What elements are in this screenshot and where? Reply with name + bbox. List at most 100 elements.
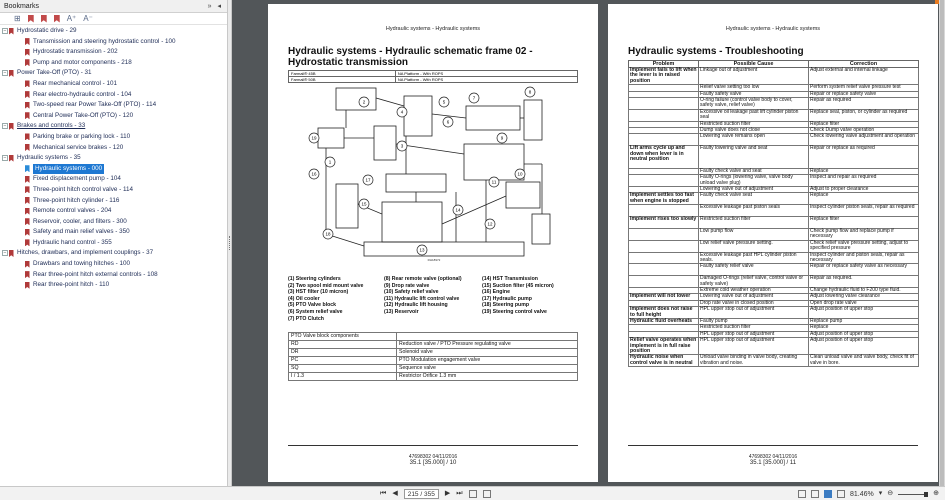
document-area[interactable]: Hydraulic systems - Hydraulic systems Hy… xyxy=(232,0,945,486)
schematic-component xyxy=(381,201,443,243)
schematic-component xyxy=(403,95,433,137)
legend-item: (6) System relief valve xyxy=(288,308,343,315)
bookmark-item[interactable]: Safety and main relief valves - 350 xyxy=(0,227,227,238)
bookmark-item[interactable]: − Hydraulic systems - 35 xyxy=(0,153,227,164)
copy-icon[interactable] xyxy=(468,490,477,498)
problem-cell xyxy=(628,133,699,147)
zoom-slider[interactable] xyxy=(898,491,929,497)
bookmark-item[interactable]: Mechanical service brakes - 120 xyxy=(0,143,227,154)
bookmark-item[interactable]: −Hitches, drawbars, and implement coupli… xyxy=(0,248,227,259)
correction-cell: Inspect cylinder and piston seals, repai… xyxy=(808,251,919,265)
collapse-toggle-icon[interactable]: − xyxy=(2,250,8,257)
bookmark-item[interactable]: Rear electro-hydraulic control - 104 xyxy=(0,90,227,101)
callout-number: 16 xyxy=(311,172,317,177)
pto-cell: Reduction valve / PTO Pressure regulatin… xyxy=(396,340,578,349)
paste-icon[interactable] xyxy=(482,490,491,498)
font-decrease-icon[interactable]: A⁻ xyxy=(83,13,93,23)
zoom-level[interactable]: 81.46% xyxy=(849,490,874,498)
zoom-out-icon[interactable]: ⊖ xyxy=(887,490,894,497)
bookmark-icon xyxy=(25,91,30,99)
collapse-toggle-icon[interactable]: − xyxy=(2,155,8,162)
callout-number: 8 xyxy=(529,90,532,95)
vertical-scrollbar[interactable] xyxy=(939,0,945,486)
zoom-slider-knob[interactable] xyxy=(924,491,929,497)
facing-view-icon[interactable] xyxy=(823,490,832,498)
schematic-component xyxy=(317,127,345,149)
facing-continuous-view-icon[interactable] xyxy=(836,490,845,498)
zoom-in-icon[interactable]: ⊕ xyxy=(933,490,939,497)
schematic-callout: 9 xyxy=(496,132,508,144)
table-row: Excessive oil leakage past lift cylinder… xyxy=(628,108,919,122)
callout-number: 14 xyxy=(455,208,461,213)
bookmark-item[interactable]: Pump and motor components - 218 xyxy=(0,58,227,69)
callout-circle xyxy=(468,92,480,104)
callout-number: 12 xyxy=(487,222,493,227)
cause-cell: Excessive oil leakage past lift cylinder… xyxy=(698,108,809,122)
bookmark-item[interactable]: Rear mechanical control - 101 xyxy=(0,79,227,90)
bookmark-item[interactable]: Three-point hitch control valve - 114 xyxy=(0,185,227,196)
legend-item: (15) Suction filter (45 micron) xyxy=(482,282,554,289)
bookmark-label: Hydraulic hand control - 355 xyxy=(33,238,112,246)
bookmark-item[interactable]: −Brakes and controls - 33 xyxy=(0,121,227,132)
bookmark-item[interactable]: Hydraulic hand control - 355 xyxy=(0,238,227,249)
bookmark-label: Hydraulic systems - 000 xyxy=(33,163,105,175)
collapse-toggle-icon[interactable]: − xyxy=(2,70,8,77)
callout-circle xyxy=(442,116,454,128)
bookmark-item[interactable]: Rear three-point hitch - 110 xyxy=(0,280,227,291)
first-page-button[interactable]: ⏮ xyxy=(380,490,387,497)
bookmark-item[interactable]: Two-speed rear Power Take-Off (PTO) - 11… xyxy=(0,100,227,111)
font-increase-icon[interactable]: A⁺ xyxy=(66,13,77,23)
panel-splitter[interactable] xyxy=(228,0,232,486)
cause-cell: Linkage out of adjustment xyxy=(698,66,809,86)
bookmark-item[interactable]: Three-point hitch cylinder - 116 xyxy=(0,196,227,207)
bookmark-label: Reservoir, cooler, and filters - 300 xyxy=(33,217,127,225)
schematic-component xyxy=(373,125,397,161)
schematic-callout: 18 xyxy=(322,228,334,240)
bookmark-item[interactable]: Hydraulic systems - 000 xyxy=(0,163,227,175)
expand-all-icon[interactable]: ⊞ xyxy=(14,13,21,23)
collapse-toggle-icon[interactable]: − xyxy=(2,28,8,34)
bookmark-label: Hydraulic systems - 35 xyxy=(17,154,81,162)
bookmark-icon xyxy=(25,165,30,173)
schematic-component xyxy=(523,99,543,141)
footer-page-number: 35.1 [35.000] / 10 xyxy=(409,460,457,466)
collapse-toggle-icon[interactable]: − xyxy=(2,123,8,130)
bookmark-icon xyxy=(9,249,14,257)
problem-cell: Implement fails to lift when the lever i… xyxy=(628,66,699,86)
bookmark-item[interactable]: Hydrostatic transmission - 202 xyxy=(0,47,227,58)
bookmark-expand-icon[interactable] xyxy=(27,14,34,23)
scrollbar-thumb[interactable] xyxy=(940,0,944,486)
bookmark-item[interactable]: Reservoir, cooler, and filters - 300 xyxy=(0,217,227,228)
zoom-menu-icon[interactable]: ▾ xyxy=(878,490,883,497)
correction-cell: Replace xyxy=(808,167,919,176)
bookmark-item[interactable]: Rear three-point hitch external controls… xyxy=(0,270,227,281)
single-page-view-icon[interactable] xyxy=(797,490,806,498)
bookmark-item[interactable]: Transmission and steering hydrostatic co… xyxy=(0,37,227,48)
last-page-button[interactable]: ⏭ xyxy=(456,490,463,497)
schematic-component xyxy=(335,87,377,111)
next-page-button[interactable]: ▶ xyxy=(444,490,451,497)
bookmark-item[interactable]: Fixed displacement pump - 104 xyxy=(0,174,227,185)
bookmark-item[interactable]: Remote control valves - 204 xyxy=(0,206,227,217)
page-number-input[interactable]: 215 / 355 xyxy=(403,489,439,499)
bookmark-item[interactable]: −Hydrostatic drive - 29 xyxy=(0,26,227,37)
panel-collapse-controls[interactable]: » ◂ xyxy=(207,3,223,10)
bookmark-item[interactable]: Parking brake or parking lock - 110 xyxy=(0,132,227,143)
bookmark-collapse-icon[interactable] xyxy=(40,14,47,23)
previous-page-button[interactable]: ◀ xyxy=(392,490,398,497)
bookmark-item[interactable]: −Power Take-Off (PTO) - 31 xyxy=(0,68,227,79)
continuous-view-icon[interactable] xyxy=(810,490,819,498)
problem-cell: Implement will not lower xyxy=(628,293,699,301)
splitter-grip[interactable] xyxy=(229,236,231,250)
bookmark-current-icon[interactable] xyxy=(53,14,60,23)
page-header: Hydraulic systems - Hydraulic systems xyxy=(385,26,481,32)
bookmark-item[interactable]: Central Power Take-Off (PTO) - 120 xyxy=(0,111,227,122)
schematic-component xyxy=(531,213,551,245)
cause-cell: Lowering valve remains open xyxy=(698,133,809,147)
problem-cell xyxy=(628,275,699,288)
bookmark-item[interactable]: Drawbars and towing hitches - 100 xyxy=(0,259,227,270)
